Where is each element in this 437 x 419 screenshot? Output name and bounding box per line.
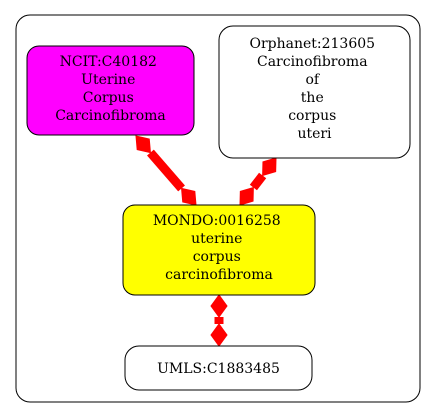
node-ncit-label-line: NCIT:C40182 <box>60 54 157 70</box>
edge-mondo-umls-tail-diamond <box>210 294 228 318</box>
edge-ncit-mondo <box>147 149 185 192</box>
node-ncit-label-line: Uterine <box>81 72 135 88</box>
node-ncit[interactable]: NCIT:C40182 Uterine Corpus Carcinofibrom… <box>26 45 195 136</box>
node-mondo-label-line: carcinofibroma <box>165 267 273 283</box>
node-ncit-box <box>26 45 195 136</box>
node-orphanet-label-line: Carcinofibroma <box>257 54 368 70</box>
node-mondo-label-line: corpus <box>193 249 241 265</box>
node-orphanet-label-line: the <box>301 90 324 106</box>
node-mondo-box <box>122 204 316 296</box>
node-umls[interactable]: UMLS:C1883485 <box>124 345 313 391</box>
node-mondo[interactable]: MONDO:0016258 uterine corpus carcinofibr… <box>122 204 316 296</box>
svg-text:MONDO:0016258 uterine: MONDO:0016258 uterine corpus carcinofibr… <box>153 213 285 283</box>
edge-orphanet-mondo <box>249 172 267 191</box>
node-mondo-label-line: uterine <box>191 231 242 247</box>
node-ncit-label-line: Corpus <box>83 90 134 106</box>
node-orphanet-label-line: Orphanet:213605 <box>249 36 375 52</box>
cluster-border <box>15 14 421 403</box>
edge-orphanet-mondo-tail-diamond <box>262 157 277 177</box>
svg-text:NCIT:C40182 Uterine: NCIT:C40182 Uterine Corpus Carcinofibrom… <box>55 54 166 124</box>
node-orphanet-label-line: uteri <box>297 126 332 142</box>
edge-orphanet-mondo-head-diamond <box>239 186 254 206</box>
svg-text:UMLS:C1883485: UMLS:C1883485 <box>157 361 280 377</box>
edge-ncit-mondo-head-diamond <box>181 187 197 206</box>
node-orphanet-label-line: of <box>305 72 320 88</box>
edge-ncit-mondo-tail-diamond <box>135 135 151 154</box>
node-umls-label-line: UMLS:C1883485 <box>157 361 280 377</box>
node-orphanet-box <box>218 25 411 159</box>
node-mondo-label-line: MONDO:0016258 <box>153 213 281 229</box>
svg-text:Orphanet:213605 Carcinof: Orphanet:213605 Carcinofibroma of the co… <box>249 36 379 142</box>
edges-layer <box>135 135 277 347</box>
node-umls-box <box>124 345 313 391</box>
node-orphanet-label-line: corpus <box>288 108 336 124</box>
edge-mondo-umls-head-diamond <box>210 323 228 347</box>
node-orphanet[interactable]: Orphanet:213605 Carcinofibroma of the co… <box>218 25 411 159</box>
node-ncit-label-line: Carcinofibroma <box>55 108 166 124</box>
